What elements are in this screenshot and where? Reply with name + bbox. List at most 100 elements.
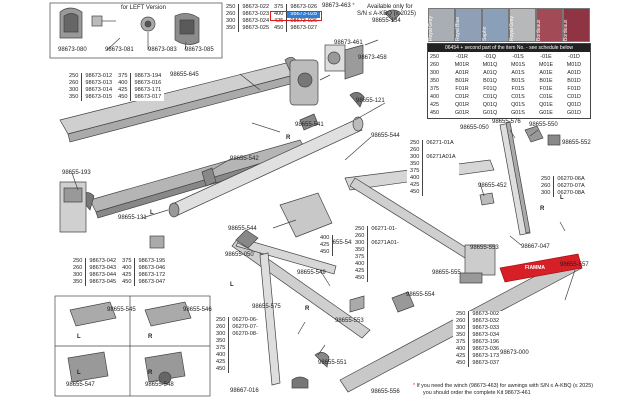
part-number-label: 98673-080 xyxy=(58,47,87,53)
side-label: L xyxy=(150,210,154,216)
table-cell: 250 xyxy=(213,317,230,324)
table-cell: 98673-042 xyxy=(89,258,117,264)
table-cell: 425 xyxy=(115,87,132,94)
part-number-label: 98667-016 xyxy=(230,388,259,394)
table-cell: 250 xyxy=(70,258,87,265)
part-number-label: 98673-463 * xyxy=(322,3,355,9)
table-row: 350 xyxy=(352,247,402,254)
color-table-cell: F01D xyxy=(567,86,581,92)
table-cell: 06270-08A xyxy=(557,190,585,196)
color-table-cell: G01D xyxy=(566,110,582,116)
side-label: L xyxy=(560,195,564,201)
table-row: 425 xyxy=(407,182,459,189)
table-cell: 98673-012 xyxy=(85,73,113,79)
table-row: 260 xyxy=(352,233,402,240)
table-cell: 98673-194 xyxy=(134,73,162,79)
table-row: 400 xyxy=(317,235,334,242)
table-cell: 98673-015 xyxy=(85,94,113,100)
side-label: R xyxy=(540,206,545,212)
table-cell: 06270-07A xyxy=(557,183,585,189)
color-swatch-label: Bordeaux xyxy=(536,19,542,41)
table-cell: 06270-06- xyxy=(232,317,258,323)
part-number-label: 98655-544 xyxy=(228,226,257,232)
table-cell: 400 xyxy=(271,11,288,18)
table-cell: 98673-014 xyxy=(85,87,113,93)
table-cell: 250 xyxy=(66,73,83,80)
color-table-cell: A01E xyxy=(539,70,553,76)
color-swatch-label: Saphir xyxy=(482,26,488,41)
color-table-cell: G01Q xyxy=(482,110,498,116)
color-table-cell: F01R xyxy=(455,86,469,92)
table-cell: 98673-032 xyxy=(472,318,500,324)
color-table-cell: M01R xyxy=(454,62,470,68)
table-cell: 98673-017 xyxy=(134,94,162,100)
color-swatch-label: Royal Blue xyxy=(455,16,461,41)
part-number-label: 98655-193 xyxy=(62,170,91,176)
side-label: R xyxy=(305,306,310,312)
table-cell xyxy=(423,168,459,175)
table-cell: 98673-037 xyxy=(472,360,500,366)
table-cell: 98673-034 xyxy=(472,332,500,338)
table-row: 450 xyxy=(213,366,261,373)
table-cell: 300 xyxy=(223,18,240,25)
table-cell: 98673-025 xyxy=(242,25,270,31)
table-cell: 300 xyxy=(352,240,369,247)
table-cell: 260 xyxy=(352,233,369,240)
color-table-cell: A01S xyxy=(511,70,525,76)
table-cell: 250 xyxy=(538,176,555,183)
table-row: 375 xyxy=(352,254,402,261)
color-table-size: 400 xyxy=(430,94,439,100)
table-cell: 425 xyxy=(453,353,470,360)
table-cell: 300 xyxy=(407,154,424,161)
table-row: 350 xyxy=(213,338,261,345)
table-cell: 06271A01- xyxy=(371,240,399,246)
table-cell xyxy=(423,175,459,182)
color-table-cell: -01D xyxy=(568,54,580,60)
table-cell: 98673-043 xyxy=(89,265,117,271)
table-cell: 425 xyxy=(119,272,136,279)
table-row: 400 xyxy=(352,261,402,268)
table-cell: 98673-195 xyxy=(138,258,166,264)
table-cell: 98673-028 xyxy=(286,11,321,18)
table-cell: 450 xyxy=(271,25,288,32)
table-cell: 250 xyxy=(407,140,424,147)
color-table-size: 450 xyxy=(430,110,439,116)
table-cell: 400 xyxy=(407,175,424,182)
part-number-label: 98673-083 xyxy=(148,47,177,53)
table-cell xyxy=(229,359,261,366)
table-cell: 425 xyxy=(352,268,369,275)
table-cell: 98673-023 xyxy=(242,11,270,17)
part-number-label: 98655-050 xyxy=(225,252,254,258)
color-table-cell: G01S xyxy=(511,110,525,116)
color-table-cell: F01S xyxy=(511,86,525,92)
table-cell: 425 xyxy=(317,242,334,249)
color-table-cell: G01R xyxy=(454,110,470,116)
table-cell: 400 xyxy=(453,346,470,353)
color-table-cell: C01E xyxy=(539,94,553,100)
part-number-label: 98655-544 xyxy=(371,133,400,139)
part-number-label: 98673-085 xyxy=(185,47,214,53)
table-cell xyxy=(423,182,459,189)
table-row: 375 xyxy=(213,345,261,352)
table-row: 400 xyxy=(407,175,459,182)
table-cell xyxy=(368,275,402,282)
table-cell xyxy=(368,254,402,261)
table-cell: 350 xyxy=(453,332,470,339)
color-swatch xyxy=(536,8,563,42)
color-swatch xyxy=(455,8,482,42)
